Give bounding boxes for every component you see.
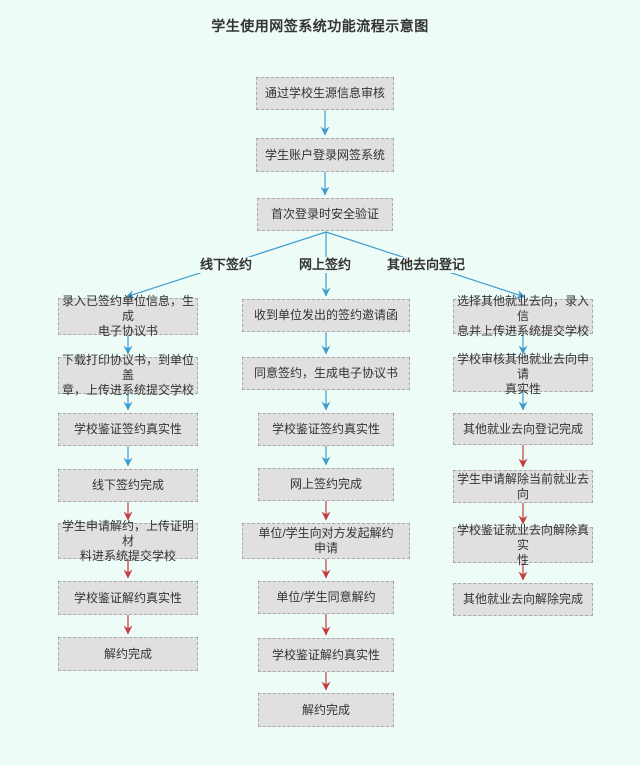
flow-node-m1: 收到单位发出的签约邀请函 bbox=[242, 299, 410, 332]
flow-node-m3: 学校鉴证签约真实性 bbox=[258, 413, 394, 446]
flow-node-l7: 解约完成 bbox=[58, 637, 198, 671]
flow-node-r6: 其他就业去向解除完成 bbox=[453, 583, 593, 616]
flow-node-m5: 单位/学生向对方发起解约 申请 bbox=[242, 523, 410, 559]
flow-node-m8: 解约完成 bbox=[258, 693, 394, 727]
edge-label-online-sign: 网上签约 bbox=[296, 257, 354, 273]
flow-node-r5: 学校鉴证就业去向解除真实 性 bbox=[453, 523, 593, 567]
flow-node-t2: 学生账户登录网签系统 bbox=[256, 138, 394, 172]
flow-node-l5: 学生申请解约，上传证明材 料进系统提交学校 bbox=[58, 519, 198, 563]
flow-node-m7: 学校鉴证解约真实性 bbox=[258, 638, 394, 672]
red-edges bbox=[123, 445, 528, 691]
edge-label-other-destination: 其他去向登记 bbox=[386, 257, 466, 273]
flow-node-r4: 学生申请解除当前就业去向 bbox=[453, 470, 593, 503]
flow-node-r2: 学校审核其他就业去向申请 真实性 bbox=[453, 352, 593, 396]
flow-node-r1: 选择其他就业去向，录入信 息并上传进系统提交学校 bbox=[453, 294, 593, 338]
flow-node-t1: 通过学校生源信息审核 bbox=[256, 77, 394, 110]
flow-node-l3: 学校鉴证签约真实性 bbox=[58, 413, 198, 446]
flow-node-l2: 下载打印协议书，到单位盖 章，上传进系统提交学校 bbox=[58, 353, 198, 397]
flow-node-l6: 学校鉴证解约真实性 bbox=[58, 581, 198, 615]
edge-label-offline-sign: 线下签约 bbox=[197, 257, 255, 273]
flow-node-m6: 单位/学生同意解约 bbox=[258, 581, 394, 614]
flow-node-t3: 首次登录时安全验证 bbox=[257, 198, 393, 231]
flow-node-l1: 录入已签约单位信息，生成 电子协议书 bbox=[58, 294, 198, 338]
flow-node-r3: 其他就业去向登记完成 bbox=[453, 413, 593, 445]
flow-node-m4: 网上签约完成 bbox=[258, 468, 394, 501]
flow-node-m2: 同意签约，生成电子协议书 bbox=[242, 357, 410, 390]
page-title: 学生使用网签系统功能流程示意图 bbox=[211, 18, 429, 34]
flow-node-l4: 线下签约完成 bbox=[58, 469, 198, 502]
